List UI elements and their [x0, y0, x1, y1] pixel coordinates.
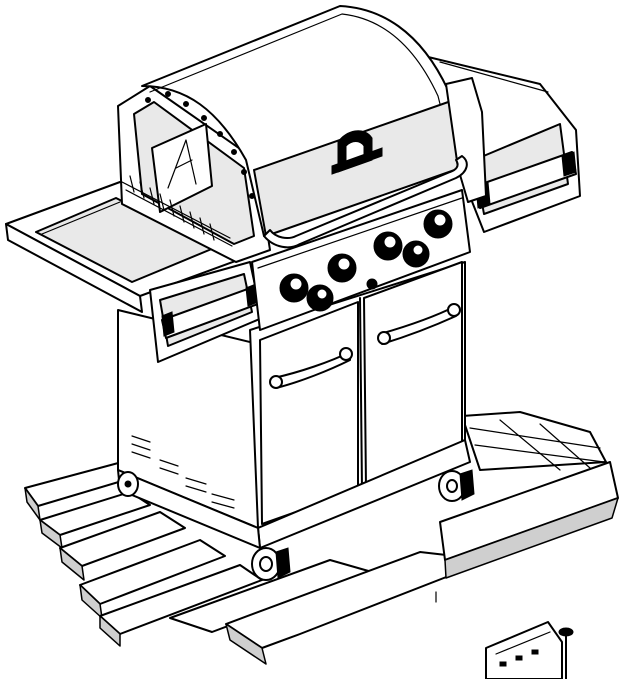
grill-lid: [117, 5, 487, 263]
caster-wheels: [117, 469, 475, 581]
side-vents: [131, 435, 235, 509]
door-divider: [359, 297, 363, 491]
left-shelf-handle: [149, 261, 263, 363]
temperature-gauge-icon: [151, 123, 213, 213]
burner-knob-2: [306, 284, 334, 312]
right-shelf-handle: [475, 151, 577, 209]
burner-knob-3: [327, 253, 357, 283]
wooden-deck: [24, 411, 619, 665]
lid-rivets: [145, 91, 255, 199]
burner-knob-1: [279, 273, 309, 303]
igniter-button-icon: [366, 278, 378, 290]
wheel-left-rear: [117, 471, 139, 497]
burner-knob-6: [423, 209, 453, 239]
burner-knob-5: [402, 240, 430, 268]
right-door-handle: [377, 303, 461, 345]
lid-handle: [263, 155, 468, 249]
left-door-handle: [269, 347, 353, 389]
control-panel: [251, 189, 471, 331]
brand-logo-icon: [331, 130, 383, 175]
hardware-bracket-icon: [485, 621, 563, 679]
wheel-front-left: [251, 547, 291, 581]
wheel-front-right: [438, 469, 475, 502]
left-side-shelf: [5, 181, 261, 313]
screw-icon: [558, 627, 574, 679]
burner-knob-4: [373, 231, 403, 261]
